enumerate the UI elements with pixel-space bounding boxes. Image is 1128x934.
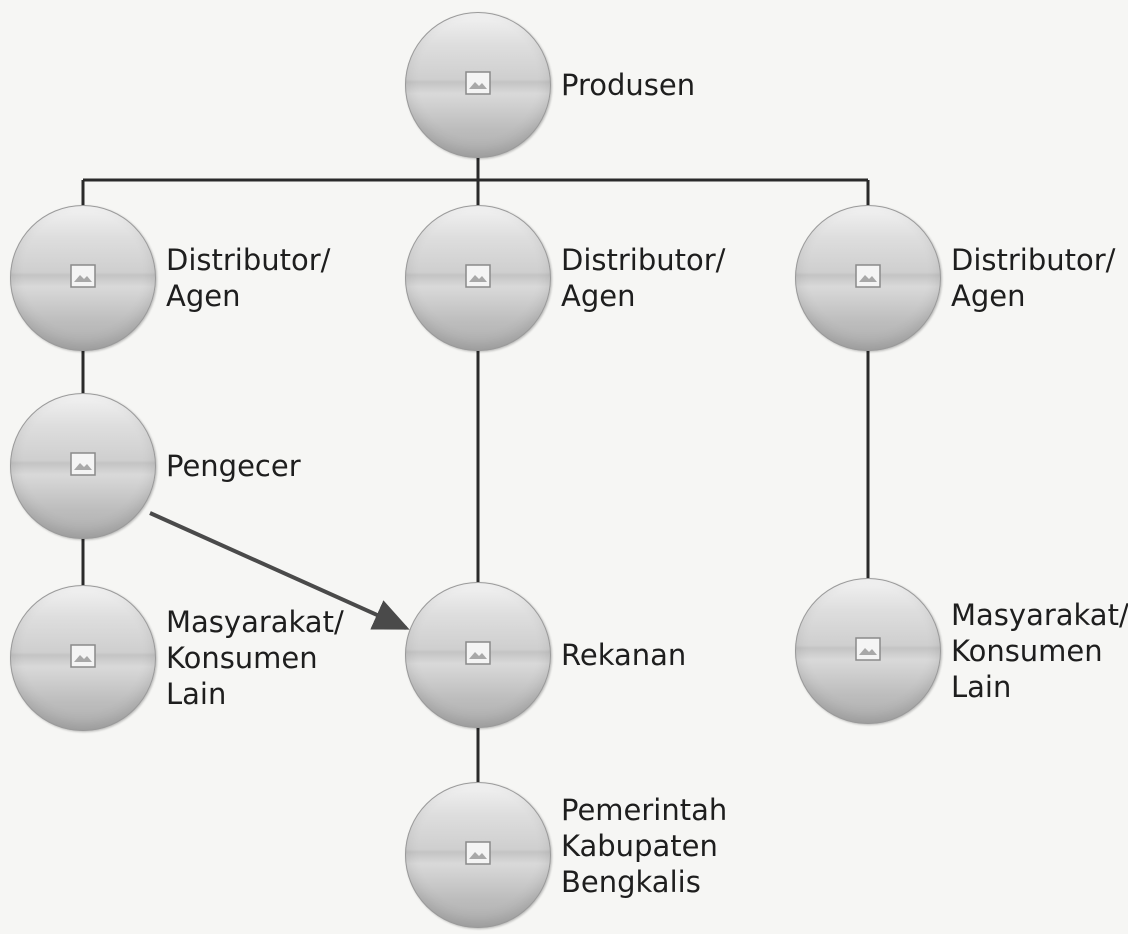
node-circle — [795, 578, 941, 724]
node-circle — [405, 12, 551, 158]
node-circle — [10, 393, 156, 539]
picture-placeholder-icon — [70, 644, 96, 668]
node-label: Masyarakat/ Konsumen Lain — [166, 605, 344, 711]
picture-placeholder-icon — [70, 264, 96, 288]
node-label: Produsen — [561, 68, 696, 102]
picture-placeholder-icon — [465, 264, 491, 288]
node-circle — [405, 582, 551, 728]
node-circle — [795, 205, 941, 351]
arrow-pengecer-rekanan — [149, 511, 410, 630]
picture-placeholder-icon — [855, 637, 881, 661]
node-circle — [405, 782, 551, 928]
node-label: Pengecer — [166, 449, 301, 483]
picture-placeholder-icon — [465, 71, 491, 95]
node-circle — [10, 205, 156, 351]
picture-placeholder-icon — [465, 641, 491, 665]
node-pemerintah: Pemerintah Kabupaten Bengkalis — [405, 782, 727, 928]
node-label: Rekanan — [561, 638, 687, 672]
node-distributor-2: Distributor/ Agen — [405, 205, 725, 351]
picture-placeholder-icon — [70, 452, 96, 476]
node-pengecer: Pengecer — [10, 393, 301, 539]
node-masyarakat-3: Masyarakat/ Konsumen Lain — [795, 578, 1128, 724]
node-distributor-1: Distributor/ Agen — [10, 205, 330, 351]
node-distributor-3: Distributor/ Agen — [795, 205, 1115, 351]
picture-placeholder-icon — [465, 841, 491, 865]
node-masyarakat-1: Masyarakat/ Konsumen Lain — [10, 585, 344, 731]
picture-placeholder-icon — [855, 264, 881, 288]
node-label: Masyarakat/ Konsumen Lain — [951, 598, 1128, 704]
node-label: Distributor/ Agen — [561, 243, 726, 313]
node-produsen: Produsen — [405, 12, 695, 158]
node-circle — [10, 585, 156, 731]
node-label: Pemerintah Kabupaten Bengkalis — [561, 793, 728, 900]
node-rekanan: Rekanan — [405, 582, 686, 728]
node-circle — [405, 205, 551, 351]
node-label: Distributor/ Agen — [166, 243, 331, 313]
node-label: Distributor/ Agen — [951, 243, 1116, 313]
